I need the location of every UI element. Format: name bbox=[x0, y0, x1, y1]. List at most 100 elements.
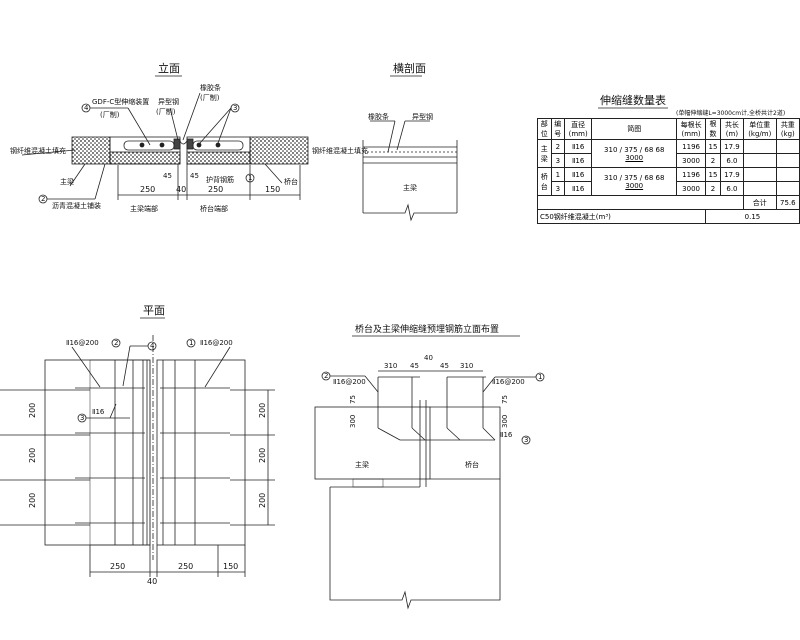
table-header-row: 部位 编号 直径(mm) 简图 每根长(mm) 根数 共长(m) 单位重(kg/… bbox=[537, 118, 800, 140]
embed-abutment-label: 桥台 bbox=[465, 460, 479, 469]
embed-callout-1: 1 bbox=[538, 373, 542, 381]
embed-dim-300-right: 300 bbox=[501, 415, 509, 428]
cell-unit bbox=[742, 139, 777, 154]
table-concrete-row: C50钢纤维混凝土(m³) 0.15 bbox=[537, 209, 800, 224]
label-right-fill: 钢纤维混凝土填充 bbox=[312, 146, 368, 155]
cell-sketch: 310 / 375 / 68 68 3000 bbox=[591, 167, 678, 196]
embed-rebar-right-label: Ⅱ16@200 bbox=[492, 378, 525, 386]
cell-part: 主梁 bbox=[537, 139, 552, 168]
plan-dim-250-right: 250 bbox=[178, 562, 193, 571]
plan-rebar-left-label: Ⅱ16@200 bbox=[66, 339, 99, 347]
embed-rebar-left-label: Ⅱ16@200 bbox=[333, 378, 366, 386]
embed-dim-310-left: 310 bbox=[384, 362, 397, 370]
embed-callout-2: 2 bbox=[324, 372, 328, 380]
plan-callout-2: 2 bbox=[114, 339, 118, 347]
cell-weight bbox=[775, 167, 800, 182]
plan-dim-side-2: 200 bbox=[258, 448, 267, 463]
table-row: 桥台 1 Ⅱ16 310 / 375 / 68 68 3000 1196 15 … bbox=[537, 167, 800, 196]
cross-section-title: 横剖面 bbox=[393, 61, 426, 75]
label-rubber-strip: 橡胶条 bbox=[368, 112, 389, 121]
th-weight: 共重(kg) bbox=[775, 118, 800, 140]
label-anchor-note: (厂制) bbox=[156, 107, 176, 116]
concrete-label: C50钢纤维混凝土(m³) bbox=[537, 209, 706, 224]
th-each: 每根长(mm) bbox=[676, 118, 706, 140]
cell-unit bbox=[742, 167, 777, 182]
embed-dim-45-left: 45 bbox=[410, 362, 419, 370]
label-rubber: 橡胶条 bbox=[200, 83, 221, 92]
cell-no: 1 bbox=[550, 167, 566, 182]
quantity-table: 部位 编号 直径(mm) 简图 每根长(mm) 根数 共长(m) 单位重(kg/… bbox=[537, 118, 800, 224]
table-row: 主梁 2 Ⅱ16 310 / 375 / 68 68 3000 1196 15 … bbox=[537, 139, 800, 168]
sketch-dims: 310 / 375 / 68 68 bbox=[604, 173, 665, 182]
callout-3: 3 bbox=[233, 104, 237, 112]
plan-rebar3-label: Ⅱ16 bbox=[92, 408, 105, 416]
cell-part: 桥台 bbox=[537, 167, 552, 196]
dim-gap: 40 bbox=[176, 185, 186, 194]
plan-callout-1: 1 bbox=[189, 339, 193, 347]
embed-dim-75-right: 75 bbox=[501, 395, 509, 404]
label-abutment: 桥台 bbox=[284, 177, 298, 186]
embed-rebar-view: 桥台及主梁伸缩缝预埋钢筋立面布置 310 45 40 45 310 75 300… bbox=[314, 323, 545, 610]
plan-dim-left-3: 200 bbox=[28, 493, 37, 508]
label-steel: 异型钢 bbox=[412, 112, 433, 121]
embed-dim-40: 40 bbox=[424, 354, 433, 362]
th-count: 根数 bbox=[704, 118, 721, 140]
cell-each: 1196 bbox=[676, 167, 706, 182]
label-guard-bar: 护背钢筋 bbox=[206, 175, 234, 184]
sketch-dims: 310 / 375 / 68 68 bbox=[604, 145, 665, 154]
cell-no: 3 bbox=[550, 153, 566, 168]
th-no: 编号 bbox=[550, 118, 566, 140]
th-part: 部位 bbox=[537, 118, 552, 140]
cell-total: 6.0 bbox=[719, 153, 744, 168]
cell-count: 2 bbox=[704, 181, 721, 196]
plan-rebars bbox=[0, 387, 275, 526]
embed-title: 桥台及主梁伸缩缝预埋钢筋立面布置 bbox=[355, 323, 499, 335]
cell-dia: Ⅱ16 bbox=[564, 181, 593, 196]
th-unit: 单位重(kg/m) bbox=[742, 118, 777, 140]
plan-callout-4: 4 bbox=[150, 342, 155, 350]
plan-title: 平面 bbox=[143, 304, 165, 317]
callout-4: 4 bbox=[84, 104, 89, 112]
cell-count: 15 bbox=[704, 139, 721, 154]
concrete-value: 0.15 bbox=[704, 209, 800, 224]
label-gdf-note: (厂制) bbox=[100, 110, 120, 119]
label-pavement: 沥青混凝土铺装 bbox=[52, 201, 101, 210]
cell-dia: Ⅱ16 bbox=[564, 167, 593, 182]
plan-rebar-right-label: Ⅱ16@200 bbox=[200, 339, 233, 347]
cell-weight bbox=[775, 153, 800, 168]
table-row: 3 Ⅱ16 3000 2 6.0 bbox=[538, 181, 800, 196]
table-title: 伸缩缝数量表 bbox=[600, 93, 666, 107]
cell-total: 17.9 bbox=[719, 167, 744, 182]
embed-callout-3: 3 bbox=[524, 436, 528, 444]
sum-label: 合计 bbox=[742, 195, 777, 210]
callout-1: 1 bbox=[248, 174, 252, 182]
label-abut-end: 桥台端部 bbox=[200, 204, 228, 213]
label-gdf: GDF-C型伸缩装置 bbox=[92, 97, 149, 106]
cell-weight bbox=[775, 139, 800, 154]
label-left-fill: 钢纤维混凝土填充 bbox=[10, 146, 66, 155]
cell-dia: Ⅱ16 bbox=[564, 153, 593, 168]
embed-rebar3-label: Ⅱ16 bbox=[500, 431, 513, 439]
plan-callout-3: 3 bbox=[80, 414, 84, 422]
table-sum-row: 合计 75.6 bbox=[537, 195, 800, 210]
embed-dim-75-left: 75 bbox=[349, 395, 357, 404]
cell-no: 3 bbox=[550, 181, 566, 196]
sketch-length: 3000 bbox=[625, 153, 644, 162]
label-girder: 主梁 bbox=[60, 177, 74, 186]
embed-girder-label: 主梁 bbox=[355, 460, 369, 469]
cell-total: 17.9 bbox=[719, 139, 744, 154]
label-rubber-note: (厂制) bbox=[200, 93, 220, 102]
label-girder-end: 主梁端部 bbox=[130, 204, 158, 213]
plan-dim-40: 40 bbox=[147, 577, 157, 586]
th-total: 共长(m) bbox=[719, 118, 744, 140]
label-girder-cs: 主梁 bbox=[403, 183, 417, 192]
cell-weight bbox=[775, 181, 800, 196]
cell-unit bbox=[742, 181, 777, 196]
embed-dim-45-right: 45 bbox=[440, 362, 449, 370]
pavement-left bbox=[71, 136, 111, 165]
label-anchor-steel: 异型钢 bbox=[158, 97, 179, 106]
elevation-view: 立面 250 40 250 150 45 45 主梁端部 桥台端部 4 GDF-… bbox=[10, 61, 368, 213]
plan-dim-side-3: 200 bbox=[258, 493, 267, 508]
plan-view: 平面 250 40 250 150 200 200 200 200 200 20… bbox=[0, 304, 275, 586]
